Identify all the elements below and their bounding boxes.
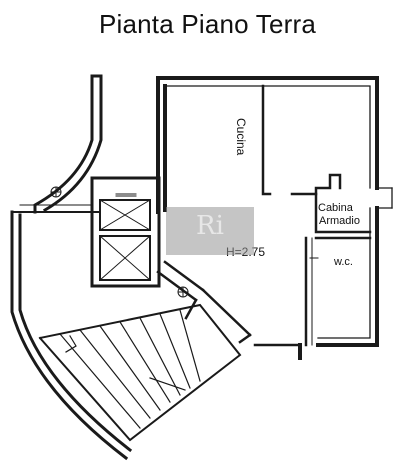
page-title: Pianta Piano Terra — [98, 9, 317, 39]
diagonal-walls — [156, 260, 302, 347]
fan-icon — [177, 286, 189, 298]
watermark-logo: Ri — [196, 211, 224, 241]
closet-wc-partitions — [304, 192, 372, 347]
kitchen-label: Cucina — [234, 118, 248, 156]
closet-label-line1: Cabina — [318, 202, 353, 214]
kitchen-partition — [261, 84, 342, 196]
bathroom-label: w.c. — [334, 256, 353, 268]
elevator-shaft — [90, 176, 161, 288]
fan-icon — [50, 186, 62, 198]
staircase — [38, 303, 242, 442]
curved-entrance-wall — [10, 74, 133, 461]
wall-inner-lines — [164, 77, 393, 339]
watermark-badge: Ri — [166, 207, 254, 255]
closet-label-line2: Armadio — [319, 215, 360, 227]
